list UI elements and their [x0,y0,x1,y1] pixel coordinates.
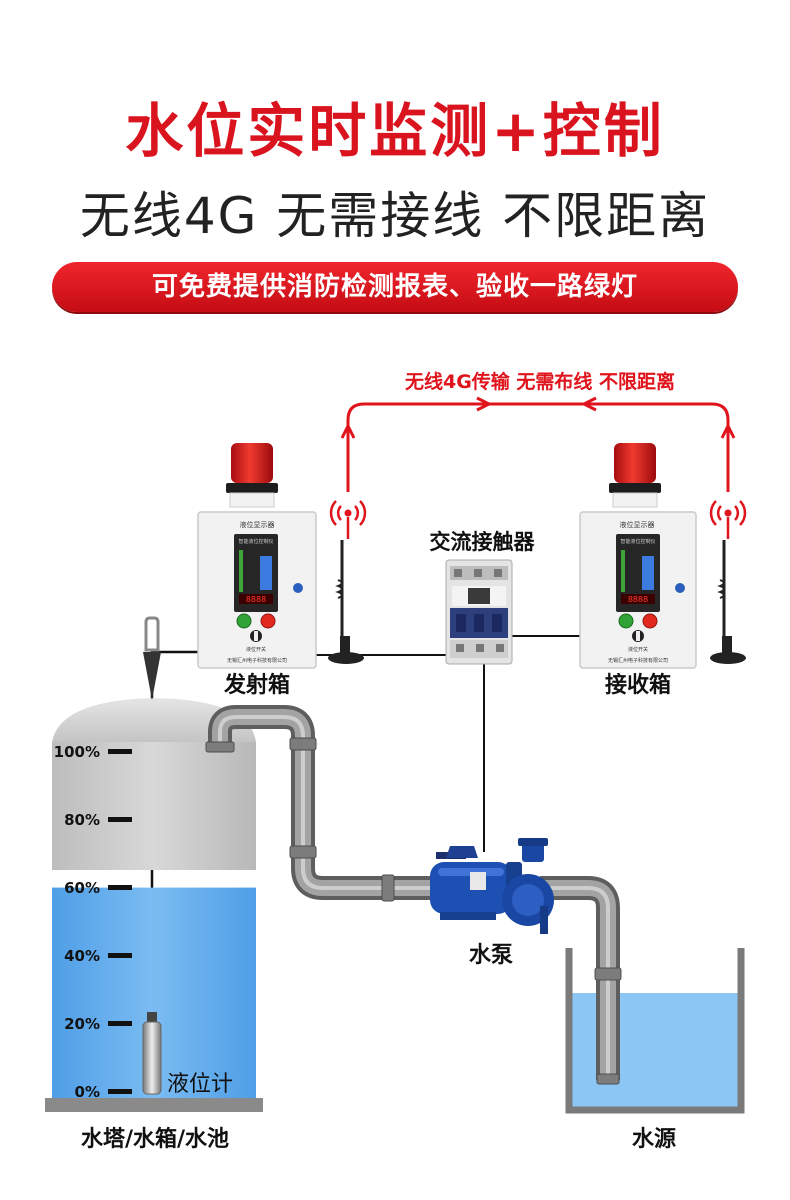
water-tank [45,698,263,1112]
page-subtitle: 无线4G 无需接线 不限距离 [79,187,711,245]
antenna-icon [710,540,746,664]
transmitter-label: 发射箱 [223,672,290,698]
sensor-label: 液位计 [167,1072,233,1097]
tank-label: 水塔/水箱/水池 [81,1126,229,1152]
svg-text:液位显示器: 液位显示器 [620,520,655,529]
svg-text:智能液位控制仪: 智能液位控制仪 [620,538,655,545]
signal-icon [329,500,367,539]
svg-text:智能液位控制仪: 智能液位控制仪 [238,538,273,545]
receiver-box: 液位显示器 智能液位控制仪 8888 液位开关 无锡汇州电子科技有限公司 [579,443,697,669]
alarm-lamp [614,443,656,483]
svg-text:液位显示器: 液位显示器 [240,520,275,529]
scale-label: 100% [54,743,100,761]
pipe-coupling [205,737,622,1085]
scale-label: 0% [75,1083,100,1101]
receiver-label: 接收箱 [605,672,671,698]
level-scale: 100% 80% 60% 40% 20% 0% [54,743,132,1101]
signal-icon [709,500,747,539]
scale-label: 40% [64,947,100,965]
pump-label: 水泵 [469,943,513,968]
page-title: 水位实时监测+控制 [125,97,665,165]
scale-label: 20% [64,1015,100,1033]
level-sensor [142,616,162,1095]
promo-banner: 可免费提供消防检测报表、验收一路绿灯 [52,262,738,312]
wireless-link [340,396,736,492]
scale-tick [108,1089,132,1094]
source-label: 水源 [632,1127,676,1152]
scale-tick [108,817,132,822]
scale-tick [108,1021,132,1026]
ac-contactor [445,559,513,665]
scale-tick [108,885,132,890]
scale-label: 60% [64,879,100,897]
svg-text:8888: 8888 [628,595,648,604]
wireless-label: 无线4G传输 无需布线 不限距离 [405,370,675,393]
svg-text:无锡汇州电子科技有限公司: 无锡汇州电子科技有限公司 [227,657,287,664]
scale-label: 80% [64,811,100,829]
pipe [208,705,620,1080]
antenna-icon [328,540,364,664]
svg-text:8888: 8888 [246,595,266,604]
svg-text:液位开关: 液位开关 [628,646,648,653]
scale-tick [108,749,132,754]
alarm-lamp [231,443,273,483]
scale-tick [108,953,132,958]
water-pump [430,838,554,934]
transmitter-box: 液位显示器 智能液位控制仪 8888 液位开关 无锡汇州电子科技有限公司 [197,443,317,669]
svg-text:无锡汇州电子科技有限公司: 无锡汇州电子科技有限公司 [608,657,668,664]
svg-text:液位开关: 液位开关 [246,646,266,653]
contactor-label: 交流接触器 [430,530,536,554]
